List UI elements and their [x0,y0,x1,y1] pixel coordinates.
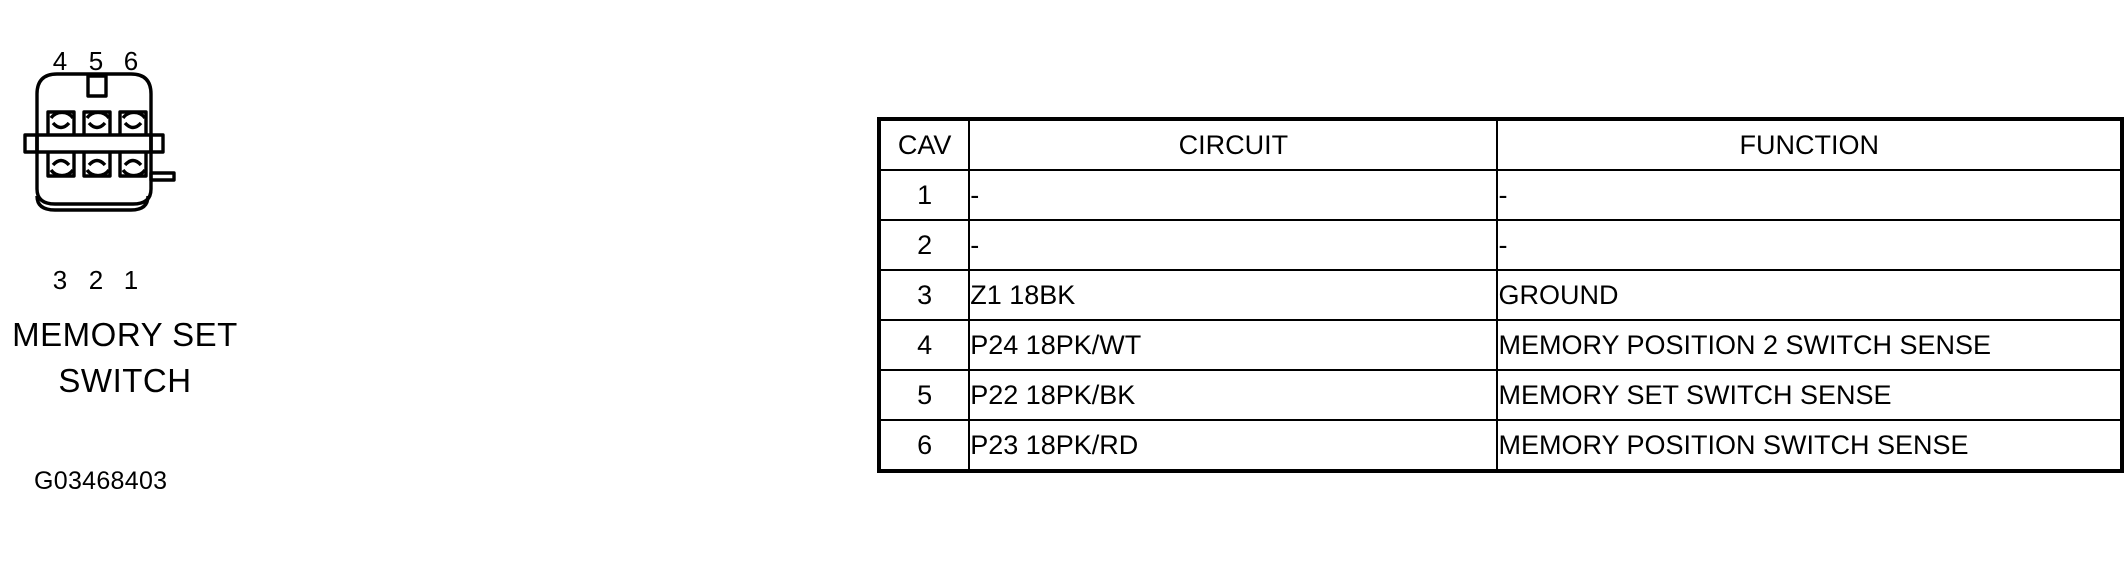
connector-key-tab [86,74,108,98]
cell-cav: 6 [877,419,971,472]
component-label: MEMORY SET SWITCH [0,312,250,404]
cell-cav: 5 [877,369,971,421]
connector-illustration: 4 5 6 [0,0,330,573]
table-row: 2-- [877,219,2123,271]
part-number: G03468403 [34,467,168,495]
cell-function: MEMORY POSITION 2 SWITCH SENSE [1496,319,2123,371]
cell-cav: 4 [877,319,971,371]
cell-function: MEMORY POSITION SWITCH SENSE [1496,419,2123,472]
cell-cav: 3 [877,269,971,321]
cell-function: - [1496,169,2123,221]
connector-left-notch [23,133,39,154]
pin-number-3: 3 [52,265,68,295]
column-header-cav: CAV [877,118,971,171]
pinout-table-header: CAV CIRCUIT FUNCTION [877,118,2123,171]
pin-number-6: 6 [123,46,139,76]
connector-outer-shell [35,72,153,206]
cavity-top-5 [82,110,112,135]
cavity-top-4 [46,110,76,135]
table-row: 1-- [877,169,2123,221]
cell-circuit: Z1 18BK [968,269,1499,321]
connector-right-notch [149,133,165,154]
cell-cav: 2 [877,219,971,271]
connector-center-bar [35,133,153,154]
cell-function: - [1496,219,2123,271]
pin-number-1: 1 [123,265,139,295]
component-label-line1: MEMORY SET [12,316,238,353]
cell-circuit: P22 18PK/BK [968,369,1499,421]
column-header-circuit: CIRCUIT [968,118,1499,171]
cell-cav: 1 [877,169,971,221]
cavity-bottom-2 [82,152,112,178]
cavity-bottom-3 [46,152,76,178]
pin-number-2: 2 [88,265,104,295]
connector-right-tab [149,171,176,182]
cavity-bottom-1 [118,152,148,178]
cell-circuit: - [968,169,1499,221]
table-header-row: CAV CIRCUIT FUNCTION [877,118,2123,171]
cell-circuit: P23 18PK/RD [968,419,1499,472]
connector-bottom-lip [35,195,150,212]
component-label-line2: SWITCH [58,362,192,399]
cell-circuit: - [968,219,1499,271]
cell-function: GROUND [1496,269,2123,321]
cell-circuit: P24 18PK/WT [968,319,1499,371]
pin-number-4: 4 [52,46,68,76]
connector-body-drawing [23,72,176,212]
column-header-function: FUNCTION [1496,118,2123,171]
cell-function: MEMORY SET SWITCH SENSE [1496,369,2123,421]
cavity-top-6 [118,110,148,135]
pin-number-5: 5 [88,46,104,76]
